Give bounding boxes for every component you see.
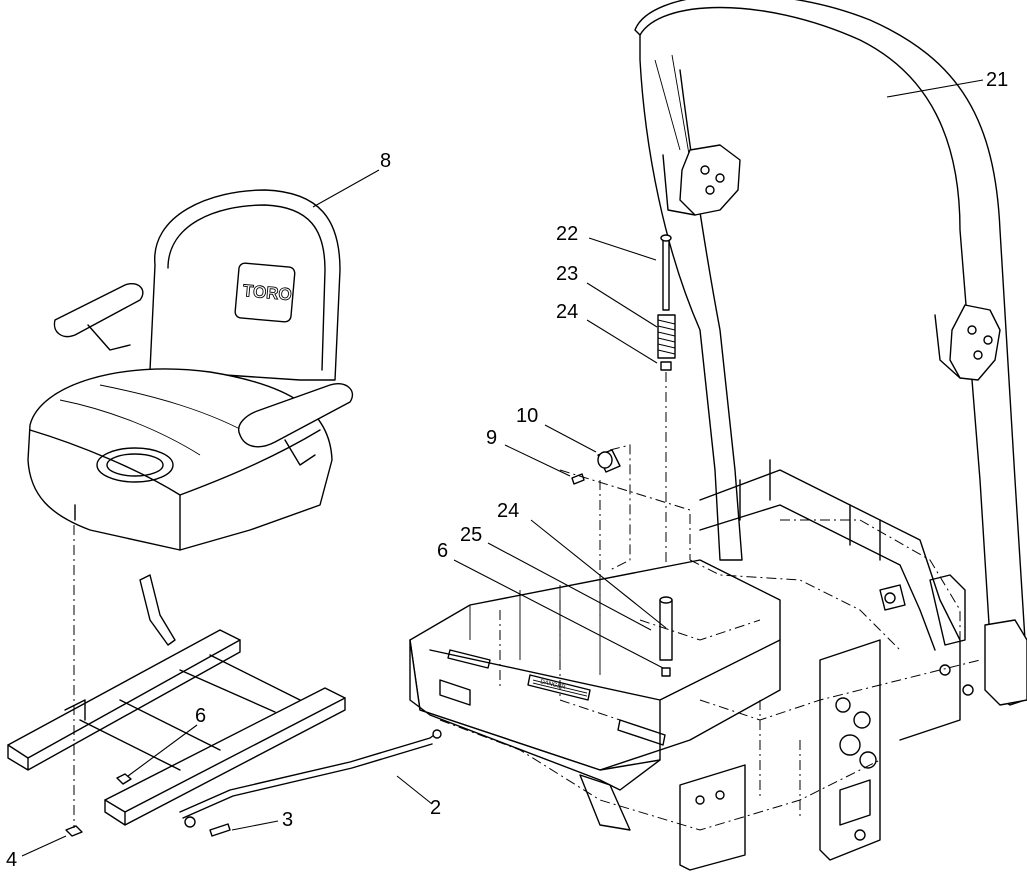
spring-pin-stack bbox=[657, 234, 676, 595]
callout-2: 2 bbox=[430, 797, 441, 819]
main-frame: DANGER bbox=[409, 459, 974, 871]
phantom-lines bbox=[439, 444, 981, 831]
callout-24-top: 24 bbox=[556, 301, 578, 323]
callout-24-lower: 24 bbox=[497, 500, 519, 522]
callout-9: 9 bbox=[486, 427, 497, 449]
callout-21: 21 bbox=[986, 69, 1008, 91]
seat: TORO bbox=[27, 189, 354, 551]
latch-rod bbox=[179, 729, 442, 819]
callout-8: 8 bbox=[380, 150, 391, 172]
callout-10: 10 bbox=[516, 405, 538, 427]
callout-6-frame: 6 bbox=[437, 540, 448, 562]
callout-3: 3 bbox=[282, 809, 293, 831]
callout-4: 4 bbox=[6, 849, 17, 871]
callout-22: 22 bbox=[556, 223, 578, 245]
callout-23: 23 bbox=[556, 263, 578, 285]
callout-6-slide: 6 bbox=[195, 705, 206, 727]
seat-logo-text: TORO bbox=[242, 281, 292, 304]
leader-lines bbox=[21, 79, 984, 857]
callout-labels: 21 8 22 23 24 10 9 24 25 6 6 3 2 4 bbox=[6, 69, 1008, 871]
pivot-block bbox=[571, 449, 621, 485]
roll-bar bbox=[634, 0, 1027, 706]
callout-25: 25 bbox=[460, 524, 482, 546]
seat-slide-assembly bbox=[7, 574, 346, 837]
